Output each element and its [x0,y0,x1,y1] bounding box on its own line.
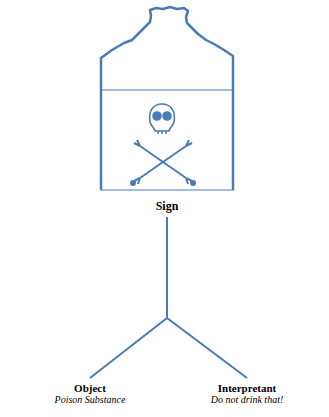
label-panel [101,90,233,190]
node-subtitle: Do not drink that! [209,394,286,405]
skull-symbol [150,104,175,134]
sign-node: Sign [154,199,181,214]
crossbones-symbol [131,140,195,185]
node-title: Sign [154,199,181,214]
object-node: ObjectPoison Substance [53,382,128,405]
node-title: Interpretant [209,382,286,394]
node-subtitle: Poison Substance [53,394,128,405]
interpretant-node: InterpretantDo not drink that! [209,382,286,405]
triad-connector [90,217,167,378]
triad-connector [167,217,247,378]
node-title: Object [53,382,128,394]
bottle-outline [101,7,233,190]
